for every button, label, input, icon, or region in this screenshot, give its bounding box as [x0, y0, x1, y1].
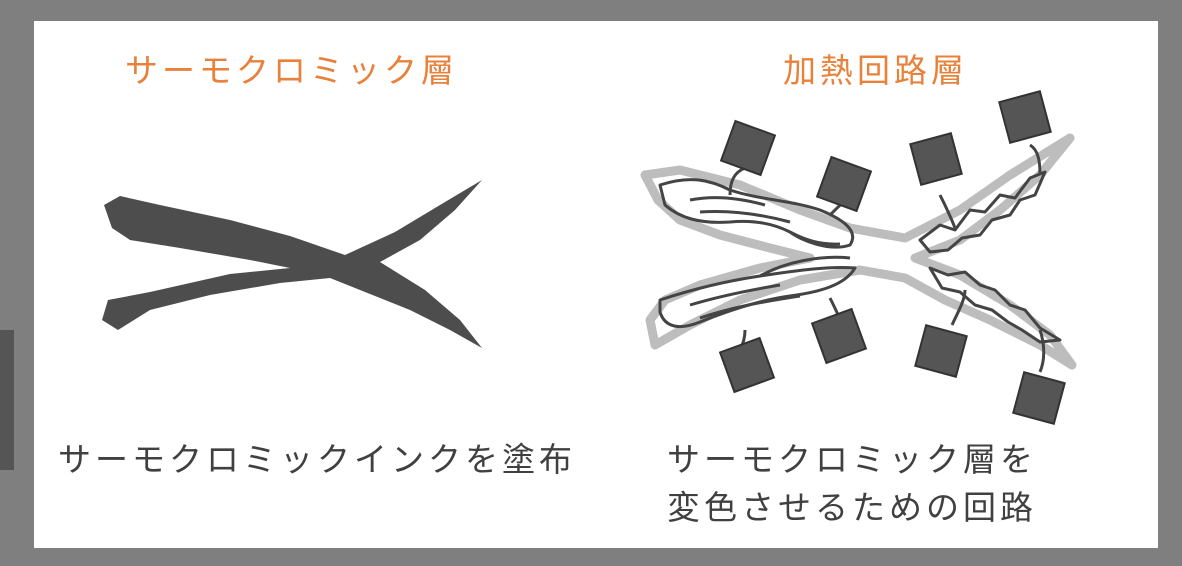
thermochromic-layer-caption: サーモクロミックインクを塗布: [58, 440, 576, 479]
contact-pad: [815, 155, 873, 213]
thermochromic-ink-shape: [102, 180, 482, 348]
contact-pad: [719, 119, 777, 177]
heating-circuit-caption-line-2: 変色させるための回路: [667, 488, 1037, 527]
contact-pad: [914, 324, 968, 378]
contact-pad: [909, 132, 963, 186]
thermochromic-layer-title: サーモクロミック層: [125, 51, 458, 90]
heating-circuit-layer-title: 加熱回路層: [783, 51, 968, 90]
serpentine-heater-traces: [658, 143, 1062, 373]
contact-pad: [1012, 371, 1066, 425]
contact-pads: [718, 90, 1066, 425]
contact-pad: [810, 307, 868, 365]
contact-pad: [998, 90, 1052, 144]
side-tab-marker: [0, 330, 14, 470]
heating-circuit-layer-caption: サーモクロミック層を 変色させるための回路: [667, 436, 1037, 532]
heating-circuit-caption-line-1: サーモクロミック層を: [667, 440, 1037, 479]
contact-pad: [718, 336, 776, 394]
